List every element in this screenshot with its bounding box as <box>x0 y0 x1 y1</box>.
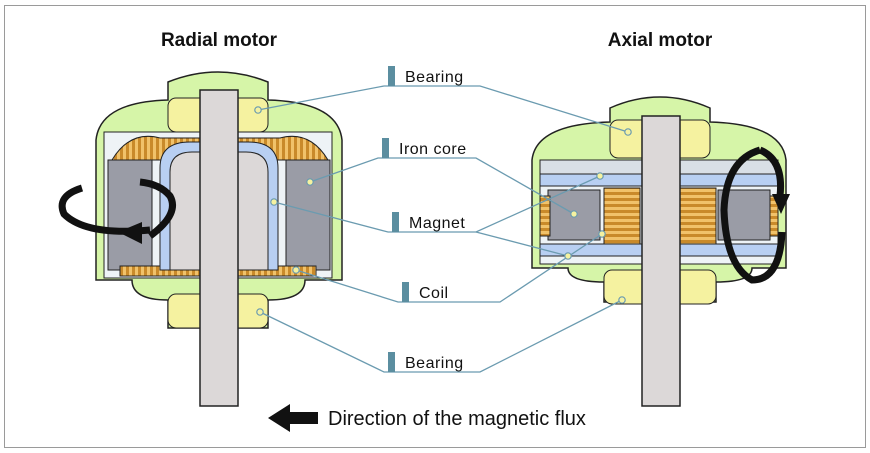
label-magnet: Magnet <box>409 215 465 232</box>
flux-legend-text: Direction of the magnetic flux <box>328 408 586 430</box>
leader-bearing-bottom <box>259 299 623 373</box>
radial-rotation-arrow <box>58 184 151 235</box>
axial-rotation-arrow-back <box>758 146 785 197</box>
leader-coil <box>295 233 603 303</box>
radial-rotation-arrowhead <box>118 222 142 244</box>
label-marker-bearing-bottom <box>388 352 395 372</box>
leader-lines <box>257 85 629 373</box>
axial-coil-outer-left <box>539 195 551 237</box>
flux-legend: Direction of the magnetic flux <box>268 404 586 432</box>
leader-magnet-b <box>475 231 569 257</box>
axial-coil-right <box>679 187 717 245</box>
axial-motor <box>531 96 790 407</box>
part-labels: Bearing Iron core Magnet Coil Bearing <box>382 66 467 372</box>
label-bearing-bottom: Bearing <box>405 355 464 372</box>
radial-motor <box>58 71 343 407</box>
label-marker-coil <box>402 282 409 302</box>
label-bearing-top: Bearing <box>405 69 464 86</box>
radial-shaft <box>199 89 239 407</box>
label-marker-iron-core <box>382 138 389 158</box>
radial-rotation-arrow-back <box>139 178 176 239</box>
axial-rotation-arrowhead <box>772 194 790 214</box>
label-marker-magnet <box>392 212 399 232</box>
frame-border <box>4 5 866 448</box>
leader-magnet-a <box>273 175 601 233</box>
leader-iron-core <box>309 157 575 215</box>
leader-bearing-top <box>257 85 629 133</box>
axial-motor-title: Axial motor <box>608 30 713 51</box>
axial-coil-left <box>603 187 641 245</box>
radial-core-left <box>107 159 153 271</box>
label-iron-core: Iron core <box>399 141 467 158</box>
label-coil: Coil <box>419 285 449 302</box>
label-marker-bearing-top <box>388 66 395 86</box>
leader-dots <box>254 106 632 316</box>
axial-shaft <box>641 115 681 407</box>
flux-arrow-icon <box>268 404 318 432</box>
radial-motor-title: Radial motor <box>161 30 278 51</box>
axial-rotation-arrow <box>720 146 786 284</box>
